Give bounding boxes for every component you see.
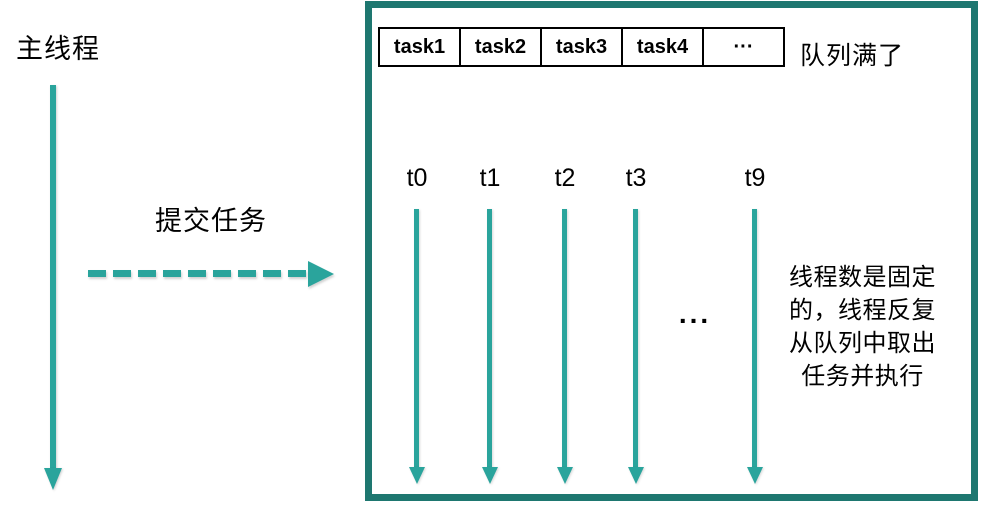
thread-label-t1: t1: [479, 164, 501, 192]
pool-note-line-1: 线程数是固定: [789, 264, 936, 291]
thread-arrow-line-t3: [633, 209, 638, 467]
thread-arrow-head-t0: [409, 467, 425, 484]
thread-arrow-line-t9: [752, 209, 757, 467]
main-thread-arrow-line: [50, 85, 56, 470]
thread-arrow-line-t2: [562, 209, 567, 467]
thread-label-t2: t2: [554, 164, 576, 192]
pool-note-line-4: 任务并执行: [801, 363, 924, 390]
queue-cell-ellipsis: ···: [702, 27, 785, 67]
thread-label-t9: t9: [744, 164, 766, 192]
queue-cell-task4: task4: [621, 27, 704, 67]
thread-label-t3: t3: [625, 164, 647, 192]
main-thread-arrow-head: [44, 468, 62, 490]
pool-note: 线程数是固定 的，线程反复 从队列中取出 任务并执行: [770, 261, 955, 393]
task-queue: task1 task2 task3 task4 ···: [378, 27, 785, 67]
thread-arrow-head-t1: [482, 467, 498, 484]
thread-arrow-head-t2: [557, 467, 573, 484]
thread-arrow-head-t3: [628, 467, 644, 484]
pool-note-line-2: 的，线程反复: [789, 297, 936, 324]
thread-label-t0: t0: [406, 164, 428, 192]
thread-column-t0: t0: [387, 163, 447, 493]
thread-column-t3: t3: [606, 163, 666, 493]
submit-task-arrow-line: [88, 270, 310, 277]
threads-ellipsis: ...: [678, 298, 712, 329]
thread-arrow-line-t0: [414, 209, 419, 467]
main-thread-label: 主线程: [16, 34, 100, 64]
queue-cell-task3: task3: [540, 27, 623, 67]
queue-cell-task2: task2: [459, 27, 542, 67]
queue-cell-task1: task1: [378, 27, 461, 67]
pool-note-line-3: 从队列中取出: [789, 330, 936, 357]
submit-task-label: 提交任务: [155, 206, 267, 236]
submit-task-arrow-head: [308, 261, 334, 287]
thread-column-t1: t1: [460, 163, 520, 493]
thread-arrow-head-t9: [747, 467, 763, 484]
thread-arrow-line-t1: [487, 209, 492, 467]
thread-column-t2: t2: [535, 163, 595, 493]
thread-pool-box: task1 task2 task3 task4 ··· 队列满了 t0 t1 t…: [365, 1, 978, 501]
queue-full-label: 队列满了: [800, 42, 905, 70]
thread-column-t9: t9: [725, 163, 785, 493]
